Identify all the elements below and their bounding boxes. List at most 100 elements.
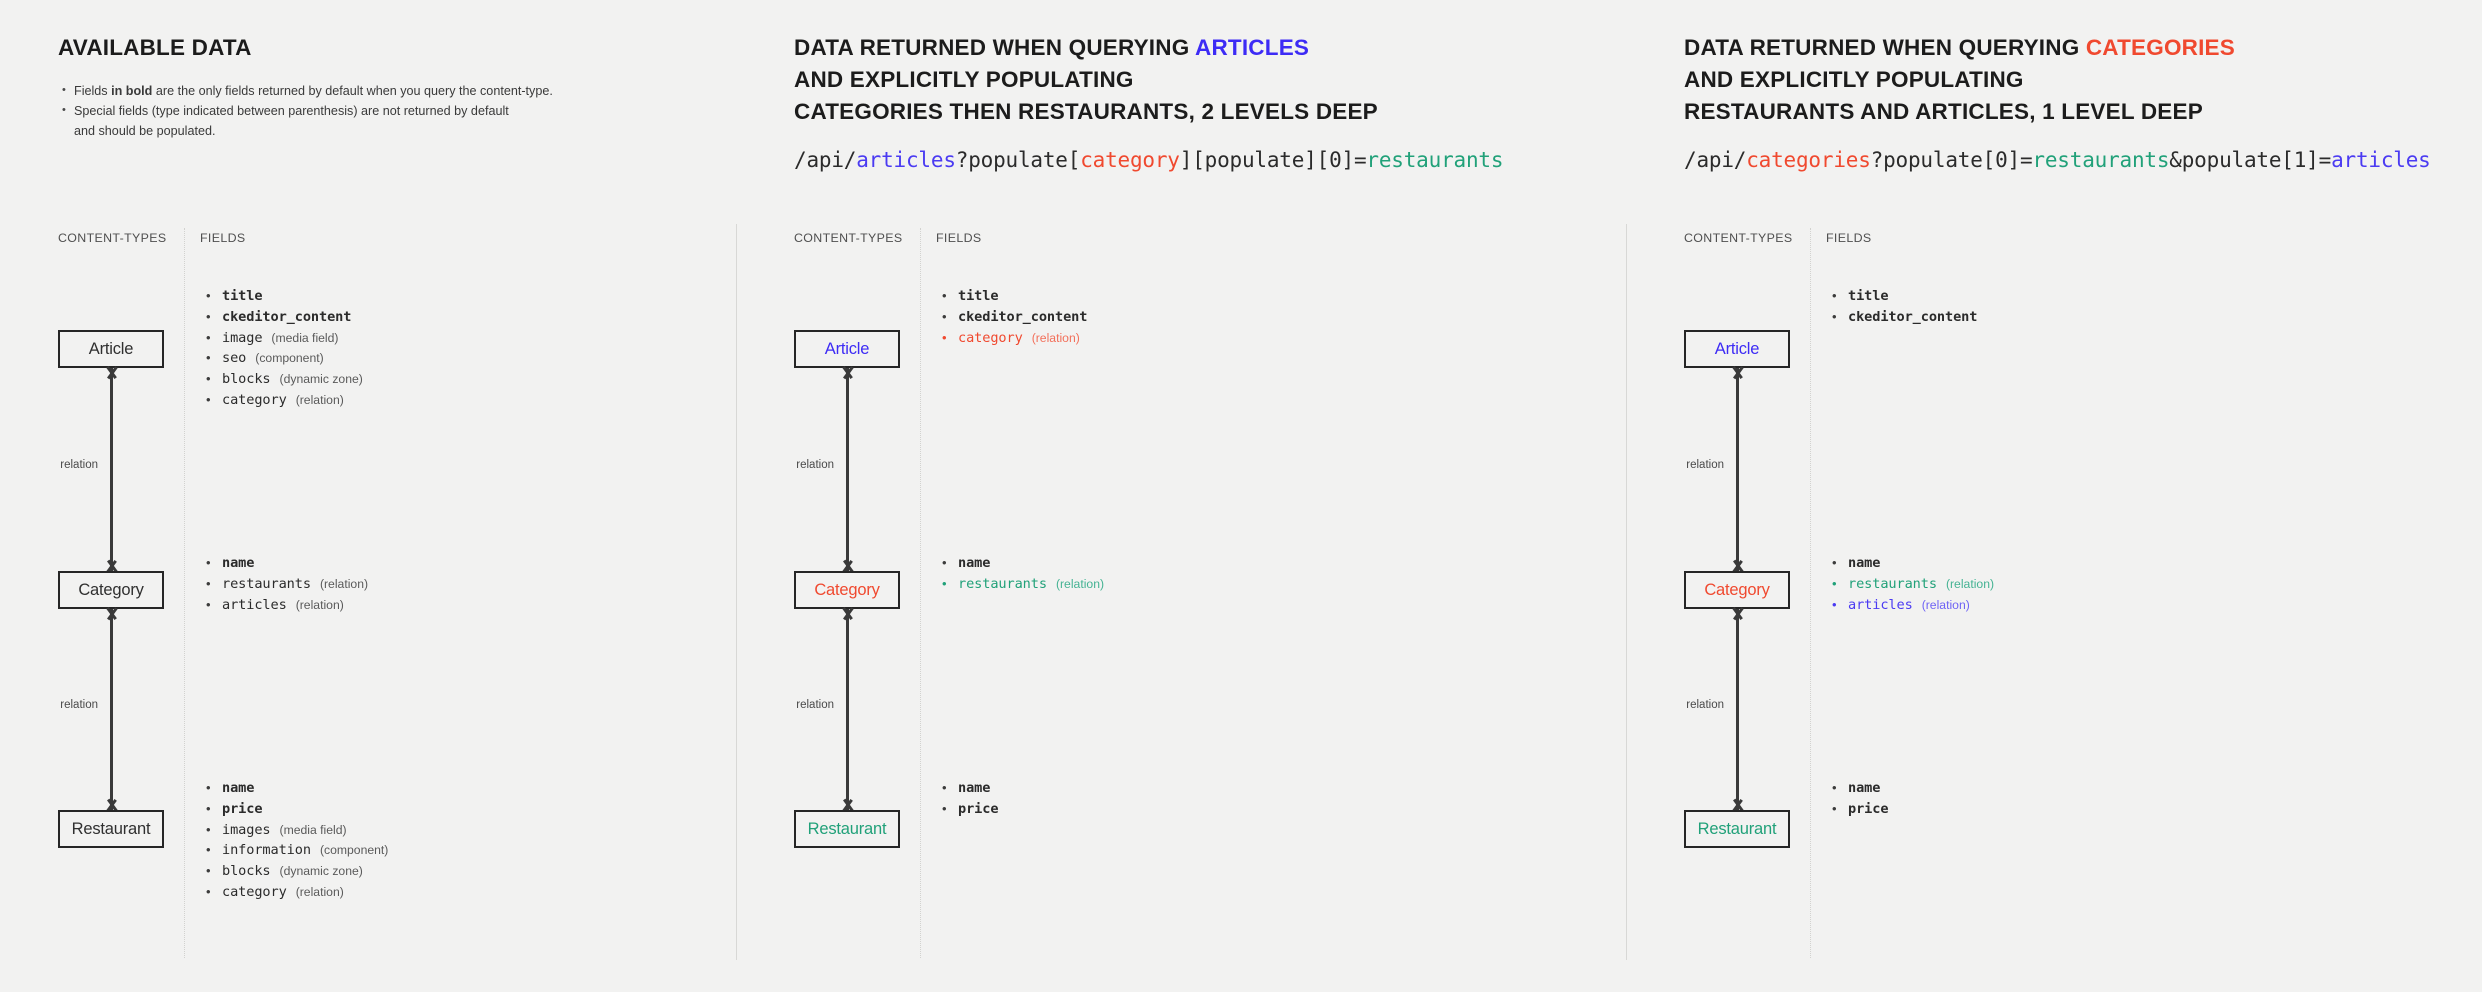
bullet-icon: • [1832, 596, 1837, 612]
title-line3: CATEGORIES THEN RESTAURANTS, 2 LEVELS DE… [794, 98, 1378, 124]
field-type: (media field) [279, 822, 347, 837]
field-row: •name [1832, 555, 2352, 576]
url-segment-3: restaurants [2032, 148, 2170, 172]
legend-note: • Fields in bold are the only fields ret… [62, 82, 622, 102]
field-name: blocks [222, 371, 271, 388]
field-row: •ckeditor_content [942, 309, 1462, 330]
entity-box-article[interactable]: Article [794, 330, 900, 368]
url-segment-0: /api/ [1684, 148, 1747, 172]
column-label-fields: FIELDS [1826, 231, 1872, 245]
bullet-icon: • [206, 288, 211, 303]
field-name: restaurants [958, 575, 1047, 592]
relation-connector-category-restaurant [102, 609, 120, 810]
note-post: are the only fields returned by default … [152, 84, 553, 98]
field-name: name [958, 780, 991, 796]
field-name: name [1848, 780, 1881, 796]
field-name: restaurants [1848, 575, 1937, 592]
relation-label: relation [1686, 459, 1724, 471]
panel-divider-2 [1626, 224, 1627, 960]
field-name: ckeditor_content [1848, 308, 1978, 325]
entity-graph: Article relation Category relation Resta… [1626, 0, 1810, 992]
entity-box-restaurant[interactable]: Restaurant [1684, 810, 1790, 848]
bullet-icon: • [62, 84, 66, 96]
entity-box-article[interactable]: Article [58, 330, 164, 368]
field-type: (dynamic zone) [279, 864, 363, 879]
field-name: information [222, 842, 311, 859]
field-type: (relation) [295, 884, 344, 899]
arrow-up-icon [838, 609, 856, 621]
relation-connector-article-category [1728, 368, 1746, 571]
field-row: •seo(component) [206, 350, 726, 371]
field-group-restaurant: •name•price•images(media field)•informat… [206, 780, 726, 905]
bullet-icon: • [1832, 288, 1837, 303]
field-type: (relation) [1055, 576, 1105, 591]
bullet-icon: • [206, 821, 211, 837]
bullet-icon: • [62, 103, 66, 116]
field-row: •articles(relation) [206, 597, 726, 618]
relation-connector-article-category [102, 368, 120, 571]
entity-box-category[interactable]: Category [58, 571, 164, 609]
field-name: blocks [222, 863, 271, 880]
relation-label: relation [1686, 699, 1724, 711]
field-row: • price [942, 801, 1462, 822]
bullet-icon: • [1832, 308, 1837, 324]
field-row: •information(component) [206, 842, 726, 863]
field-row: •title [942, 288, 1462, 309]
relation-connector-article-category [838, 368, 856, 571]
field-name: title [1848, 288, 1889, 304]
bullet-icon: • [206, 555, 211, 570]
bullet-icon: • [206, 391, 211, 407]
field-row: •image(media field) [206, 330, 726, 351]
api-url-categories[interactable]: /api/categories?populate[0]=restaurants&… [1684, 148, 2431, 172]
note-continuation: and should be populated. [74, 123, 216, 138]
relation-connector-category-restaurant [1728, 609, 1746, 810]
legend-note: • Special fields (type indicated between… [62, 102, 622, 122]
column-label-content-types: CONTENT-TYPES [794, 231, 903, 245]
field-group-restaurant: • name • price [942, 780, 1462, 822]
bullet-icon: • [942, 329, 947, 345]
api-url-articles[interactable]: /api/articles?populate[category][populat… [794, 148, 1503, 172]
bullet-icon: • [942, 800, 947, 816]
field-group-category: •name•restaurants(relation) [942, 555, 1462, 597]
column-label-fields: FIELDS [200, 231, 246, 245]
legend-notes: • Fields in bold are the only fields ret… [62, 82, 622, 142]
panel-available-data: AVAILABLE DATA • Fields in bold are the … [0, 0, 736, 992]
note-special-fields: Special fields (type indicated between p… [74, 103, 509, 118]
field-name: price [222, 800, 263, 817]
connector-line [846, 368, 849, 571]
field-name: price [958, 800, 999, 817]
bullet-icon: • [1832, 555, 1837, 570]
field-row: •category(relation) [942, 330, 1462, 351]
arrow-up-icon [102, 609, 120, 621]
bullet-icon: • [1832, 780, 1837, 795]
field-name: ckeditor_content [958, 308, 1088, 325]
column-label-content-types: CONTENT-TYPES [1684, 231, 1793, 245]
entity-box-category[interactable]: Category [794, 571, 900, 609]
field-name: title [958, 288, 999, 304]
column-label-fields: FIELDS [936, 231, 982, 245]
entity-box-restaurant[interactable]: Restaurant [58, 810, 164, 848]
field-group-category: •name•restaurants(relation)•articles(rel… [206, 555, 726, 617]
arrow-up-icon [1728, 609, 1746, 621]
column-dotted-divider [1810, 228, 1811, 958]
entity-box-restaurant[interactable]: Restaurant [794, 810, 900, 848]
url-segment-5: articles [2331, 148, 2431, 172]
url-segment-4: &populate[1]= [2169, 148, 2332, 172]
field-group-category: •name•restaurants(relation)•articles(rel… [1832, 555, 2352, 617]
note-bold: in bold [111, 84, 153, 98]
arrow-down-icon [1728, 798, 1746, 810]
field-name: category [222, 883, 287, 900]
entity-box-article[interactable]: Article [1684, 330, 1790, 368]
field-row: •restaurants(relation) [206, 576, 726, 597]
title-line3: RESTAURANTS AND ARTICLES, 1 LEVEL DEEP [1684, 98, 2203, 124]
field-name: name [958, 555, 991, 571]
bullet-icon: • [206, 800, 211, 816]
entity-box-category[interactable]: Category [1684, 571, 1790, 609]
arrow-down-icon [102, 798, 120, 810]
panel-divider-1 [736, 224, 737, 960]
url-segment-3: category [1080, 148, 1180, 172]
arrow-down-icon [838, 559, 856, 571]
